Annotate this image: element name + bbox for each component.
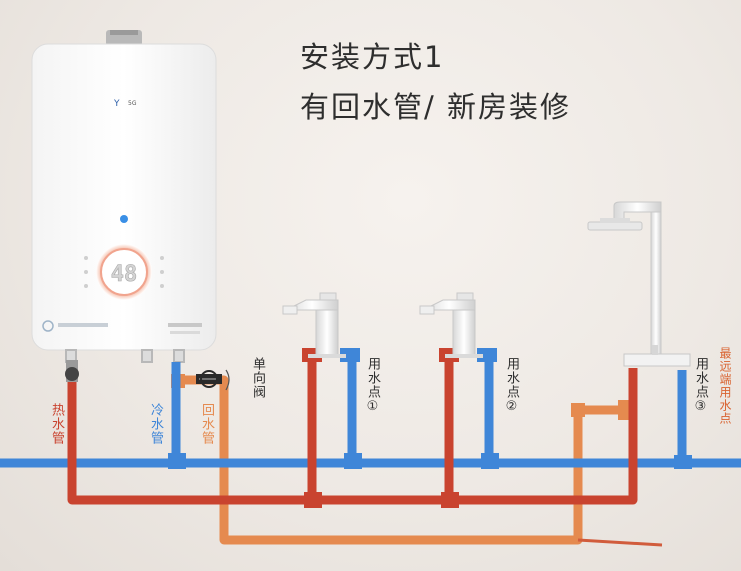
heater-connectors — [65, 349, 185, 363]
faucet-1 — [282, 292, 346, 358]
cold-pipe-label: 冷水管 — [148, 403, 163, 445]
shower-mixer — [623, 353, 691, 367]
heater-logo: Y — [113, 99, 120, 109]
farthest-point-label: 最远端用水点 — [718, 347, 732, 425]
cold-pipe-fittings — [168, 348, 692, 469]
point-2-label: 用水点② — [504, 357, 519, 415]
water-heater: Y 5G 48 — [31, 30, 217, 363]
heater-body — [31, 43, 217, 351]
check-valve — [196, 369, 230, 391]
hot-pipe-label: 热水管 — [49, 403, 64, 445]
title-line-2: 有回水管/ 新房装修 — [300, 90, 571, 124]
check-valve-label: 单向阀 — [250, 357, 265, 399]
indicator-light — [120, 215, 128, 223]
heater-brand-text: 5G — [128, 100, 137, 107]
badge-icon — [42, 320, 54, 332]
shower — [587, 201, 691, 367]
temperature-display: 48 — [111, 262, 138, 287]
title-line-1: 安装方式1 — [300, 40, 445, 74]
faucet-2 — [419, 292, 483, 358]
point-1-label: 用水点① — [365, 357, 380, 415]
hot-pipe — [67, 355, 638, 505]
return-pipe-end — [577, 538, 663, 547]
touch-buttons — [84, 256, 164, 288]
hot-pipe-fittings — [302, 348, 459, 508]
hot-pipe-valve — [65, 367, 79, 381]
point-3-label: 用水点③ — [693, 357, 708, 415]
cold-pipe — [0, 355, 741, 468]
return-pipe-label: 回水管 — [199, 403, 214, 445]
